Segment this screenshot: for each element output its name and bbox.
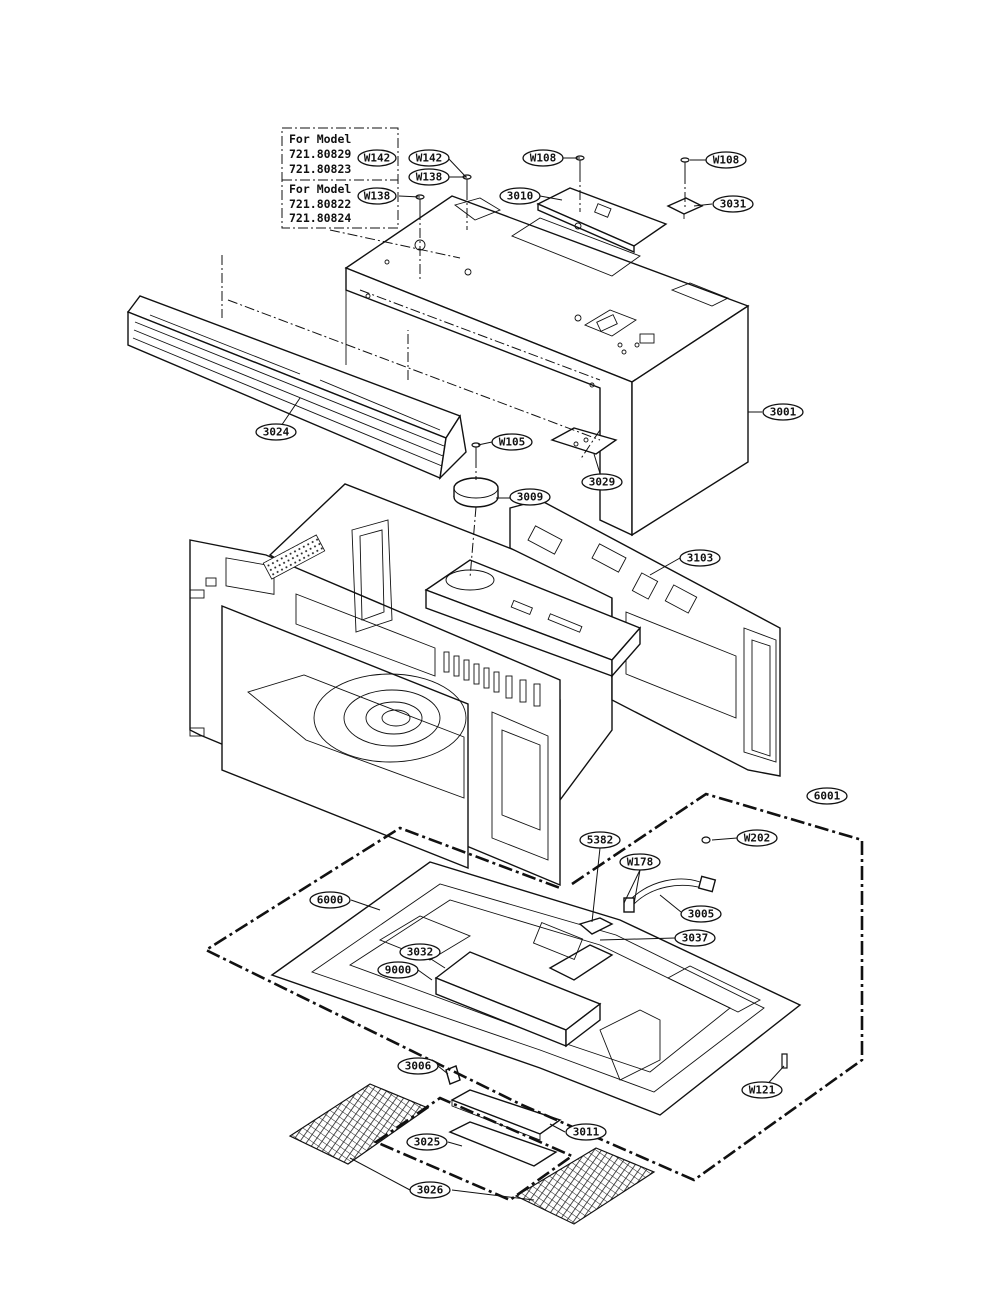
svg-text:3103: 3103 [687, 552, 714, 565]
callout-3037: 3037 [674, 929, 716, 947]
top-rail-assembly [424, 559, 642, 678]
callout-3011: 3011 [565, 1123, 607, 1141]
callout-6001: 6001 [806, 787, 848, 805]
vent-grille [126, 255, 467, 480]
svg-text:9000: 9000 [385, 964, 412, 977]
callout-3025: 3025 [406, 1133, 448, 1151]
svg-text:6000: 6000 [317, 894, 344, 907]
callout-3031: 3031 [712, 195, 754, 213]
callout-3029: 3029 [581, 473, 623, 491]
svg-text:3037: 3037 [682, 932, 709, 945]
callout-3009: 3009 [509, 488, 551, 506]
note-heading-2: For Model [289, 182, 351, 196]
callout-w142-note: W142 [357, 149, 397, 167]
svg-text:3031: 3031 [720, 198, 747, 211]
callout-w105: W105 [491, 433, 533, 451]
alignment-lines [227, 172, 686, 480]
svg-text:3009: 3009 [517, 491, 544, 504]
callouts: W142 W138 W108 W108 3010 3031 3001 3024 … [255, 149, 848, 1199]
callout-3010: 3010 [499, 187, 541, 205]
screw-w121 [781, 1053, 788, 1069]
note-model-721-80823: 721.80823 [289, 162, 351, 176]
callout-3026: 3026 [409, 1181, 451, 1199]
svg-text:3024: 3024 [263, 426, 290, 439]
callout-w108-a: W108 [522, 149, 564, 167]
callout-3024: 3024 [255, 423, 297, 441]
screws [415, 155, 788, 1069]
svg-text:3029: 3029 [589, 476, 616, 489]
svg-text:W202: W202 [744, 832, 771, 845]
callout-w202: W202 [736, 829, 778, 847]
svg-text:3001: 3001 [770, 406, 797, 419]
screw-w202 [701, 836, 711, 844]
callout-3001: 3001 [762, 403, 804, 421]
filter-group-boundary [373, 1096, 575, 1202]
svg-text:W178: W178 [627, 856, 654, 869]
callout-5382: 5382 [579, 831, 621, 849]
svg-text:3005: 3005 [688, 908, 715, 921]
note-model-721-80822: 721.80822 [289, 197, 351, 211]
svg-text:W121: W121 [749, 1084, 776, 1097]
group-6001-boundary [203, 792, 864, 1182]
model-note-box: For Model 721.80829 721.80823 For Model … [281, 127, 399, 229]
svg-text:W142: W142 [364, 152, 391, 165]
svg-text:W138: W138 [364, 190, 391, 203]
callout-9000: 9000 [377, 961, 419, 979]
callout-3032: 3032 [399, 943, 441, 961]
callout-w138: W138 [408, 168, 450, 186]
svg-text:3006: 3006 [405, 1060, 432, 1073]
vent-cover-3011 [448, 1089, 562, 1167]
callout-6000: 6000 [309, 891, 351, 909]
callout-w142: W142 [408, 149, 450, 167]
screw-w108-b [680, 157, 690, 174]
filter-left [288, 1083, 430, 1165]
svg-text:W138: W138 [416, 171, 443, 184]
callout-3006: 3006 [397, 1057, 439, 1075]
callout-w178: W178 [619, 853, 661, 871]
svg-text:W108: W108 [713, 154, 740, 167]
svg-text:3010: 3010 [507, 190, 534, 203]
callout-3005: 3005 [680, 905, 722, 923]
svg-text:W108: W108 [530, 152, 557, 165]
outer-case [344, 195, 750, 537]
svg-text:3011: 3011 [573, 1126, 600, 1139]
callout-w108-b: W108 [705, 151, 747, 169]
svg-text:W105: W105 [499, 436, 526, 449]
base-plate [270, 861, 802, 1116]
callout-w138-note: W138 [357, 187, 397, 205]
note-model-721-80829: 721.80829 [289, 147, 351, 161]
svg-text:3032: 3032 [407, 946, 434, 959]
svg-text:3026: 3026 [417, 1184, 444, 1197]
oven-cavity [189, 483, 613, 887]
callout-w121: W121 [741, 1081, 783, 1099]
bracket-3029 [550, 427, 618, 455]
svg-text:3025: 3025 [414, 1136, 441, 1149]
note-heading-1: For Model [289, 132, 351, 146]
wire-harness [623, 875, 717, 913]
note-model-721-80824: 721.80824 [289, 211, 351, 225]
svg-text:5382: 5382 [587, 834, 614, 847]
waveguide-cover [536, 187, 668, 254]
filter-right [514, 1147, 656, 1225]
svg-text:W142: W142 [416, 152, 443, 165]
callout-3103: 3103 [679, 549, 721, 567]
svg-text:6001: 6001 [814, 790, 841, 803]
stirrer-motor [453, 477, 499, 579]
cavity-slots [443, 651, 541, 707]
